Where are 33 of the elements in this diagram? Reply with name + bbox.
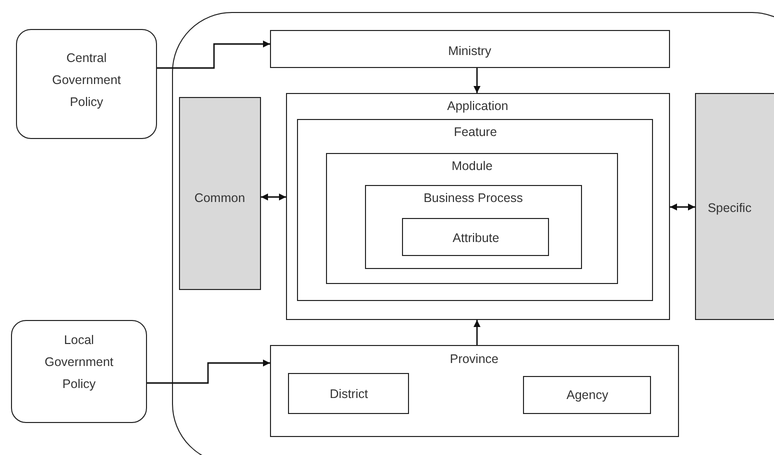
policy-box — [11, 320, 147, 423]
node-label: Specific — [708, 200, 752, 217]
side-panel — [178, 96, 261, 290]
arrow — [147, 360, 270, 384]
arrow — [474, 68, 480, 93]
layer-box — [364, 184, 582, 269]
policy-box — [16, 29, 157, 139]
process-box — [402, 218, 550, 256]
node-label: Feature — [454, 124, 497, 142]
node-label: Local Government Policy — [44, 332, 114, 393]
node-label: Common — [194, 190, 246, 207]
layer-box — [297, 119, 654, 302]
process-box — [270, 30, 670, 68]
node-label: Module — [452, 158, 493, 176]
arrow — [261, 194, 286, 200]
node-label: Attribute — [452, 230, 500, 248]
side-panel — [694, 92, 774, 320]
node-label: Central Government Policy — [51, 50, 122, 111]
process-box — [523, 376, 652, 414]
node-label: Agency — [566, 387, 608, 404]
node-label: Province — [450, 350, 498, 368]
arrow — [157, 40, 270, 69]
layer-box — [270, 344, 679, 437]
node-label: District — [330, 386, 368, 404]
container-frame — [172, 12, 774, 455]
layer-box — [286, 92, 670, 320]
node-label: Application — [447, 98, 508, 115]
arrow — [474, 320, 480, 345]
arrow — [670, 204, 695, 210]
node-label: Ministry — [448, 42, 492, 60]
node-label: Business Process — [424, 190, 523, 207]
layer-box — [326, 153, 618, 284]
process-box — [288, 373, 410, 414]
